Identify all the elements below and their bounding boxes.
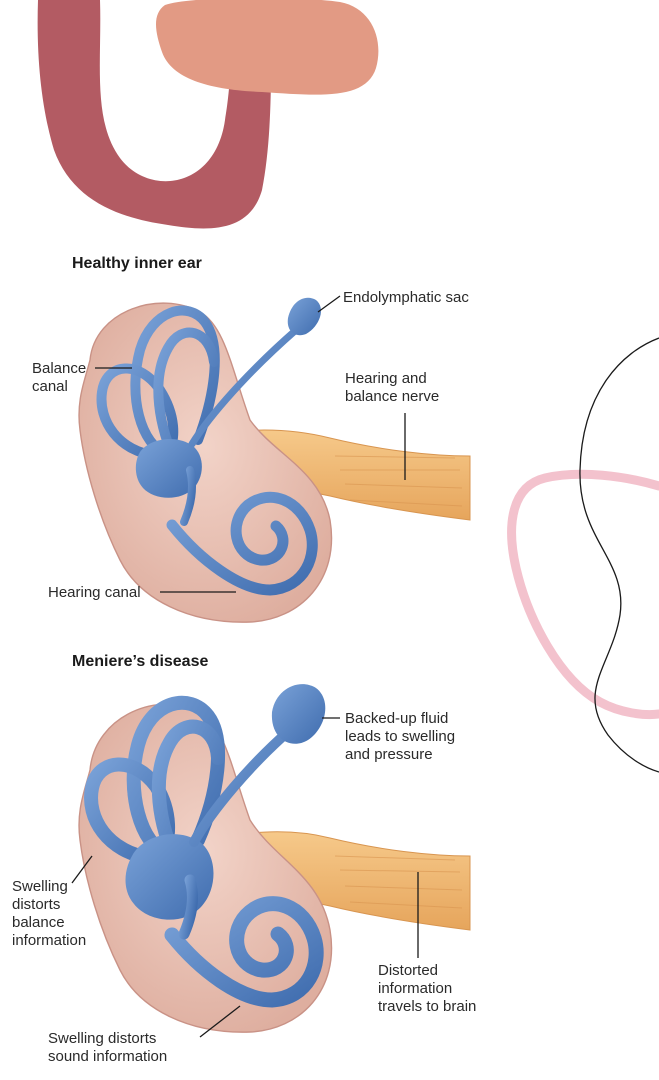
swelling-balance-label-1: Swelling — [12, 878, 68, 895]
fluid-label-1: Backed-up fluid — [345, 710, 448, 727]
swelling-sound-label-2: sound information — [48, 1048, 167, 1065]
balance-canal-label-2: canal — [32, 378, 68, 395]
hearing-canal-label: Hearing canal — [48, 584, 141, 601]
healthy-tissue — [79, 303, 332, 622]
healthy-heading: Healthy inner ear — [72, 255, 202, 272]
meniere-heading: Meniere’s disease — [72, 653, 208, 670]
swelling-balance-label-2: distorts — [12, 896, 60, 913]
healthy-ear-section: Healthy inner ear Endolymphatic sac Bala… — [32, 255, 470, 622]
fluid-label-2: leads to swelling — [345, 728, 455, 745]
deco-peach-blob — [156, 0, 378, 95]
balance-canal-label-1: Balance — [32, 360, 86, 377]
fluid-label-3: and pressure — [345, 746, 433, 763]
swelling-sound-label-1: Swelling distorts — [48, 1030, 156, 1047]
distorted-label-1: Distorted — [378, 962, 438, 979]
endolymphatic-sac-label: Endolymphatic sac — [343, 289, 469, 306]
healthy-endolymphatic-sac — [288, 298, 321, 335]
swelling-balance-label-4: information — [12, 932, 86, 949]
meniere-endolymphatic-sac — [272, 684, 325, 744]
distorted-label-3: travels to brain — [378, 998, 476, 1015]
swelling-balance-label-3: balance — [12, 914, 65, 931]
nerve-label-2: balance nerve — [345, 388, 439, 405]
meniere-section: Meniere’s disease Backed-up fluid leads … — [12, 653, 476, 1065]
distorted-label-2: information — [378, 980, 452, 997]
nerve-label-1: Hearing and — [345, 370, 427, 387]
